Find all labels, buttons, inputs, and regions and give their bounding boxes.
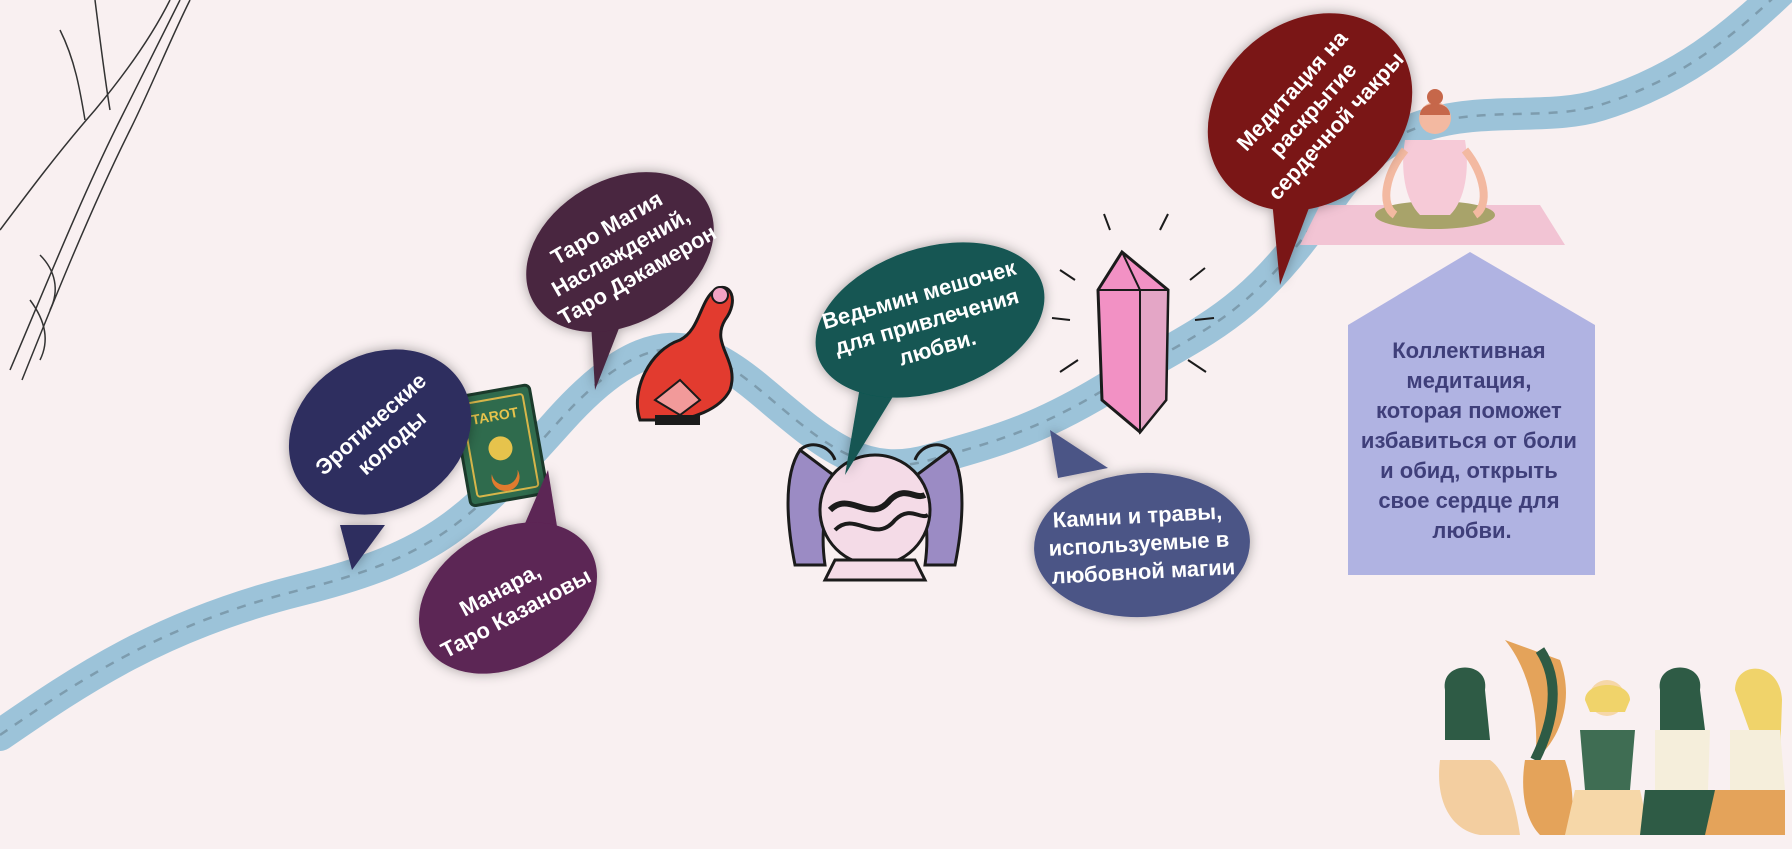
path-center-dash [0,0,1773,737]
collective-line-1: Коллективная [1392,338,1545,363]
line-art-icon [0,0,191,381]
crystal-icon [1051,213,1215,435]
collective-line-6: свое сердце для [1378,488,1559,513]
bubble-stones-herbs-text: Камни и травы, используемые в любовной м… [1047,498,1238,589]
bubble-tarot-magic [526,172,714,390]
women-group-icon [1439,640,1785,835]
crystal-ball-icon [786,443,964,582]
tarot-card-icon: TAROT [451,383,549,508]
collective-line-4: избавиться от боли [1361,428,1577,453]
bubble-stones-herbs [1034,430,1250,618]
bubble-manara [418,470,598,674]
collective-line-2: медитация, [1406,368,1531,393]
collective-meditation-text: Коллективная медитация, которая поможет … [1361,338,1583,543]
meditating-woman-icon [1300,89,1565,245]
collective-line-7: любви. [1432,518,1511,543]
collective-line-3: которая поможет [1376,398,1562,423]
bubble-erotic-decks [288,349,472,570]
collective-line-5: и обид, открыть [1380,458,1558,483]
bubble-witch-bag [815,242,1045,475]
bubble-heart-chakra [1207,13,1413,285]
snake-figure-icon [635,285,734,425]
collective-meditation-box [1348,252,1595,575]
